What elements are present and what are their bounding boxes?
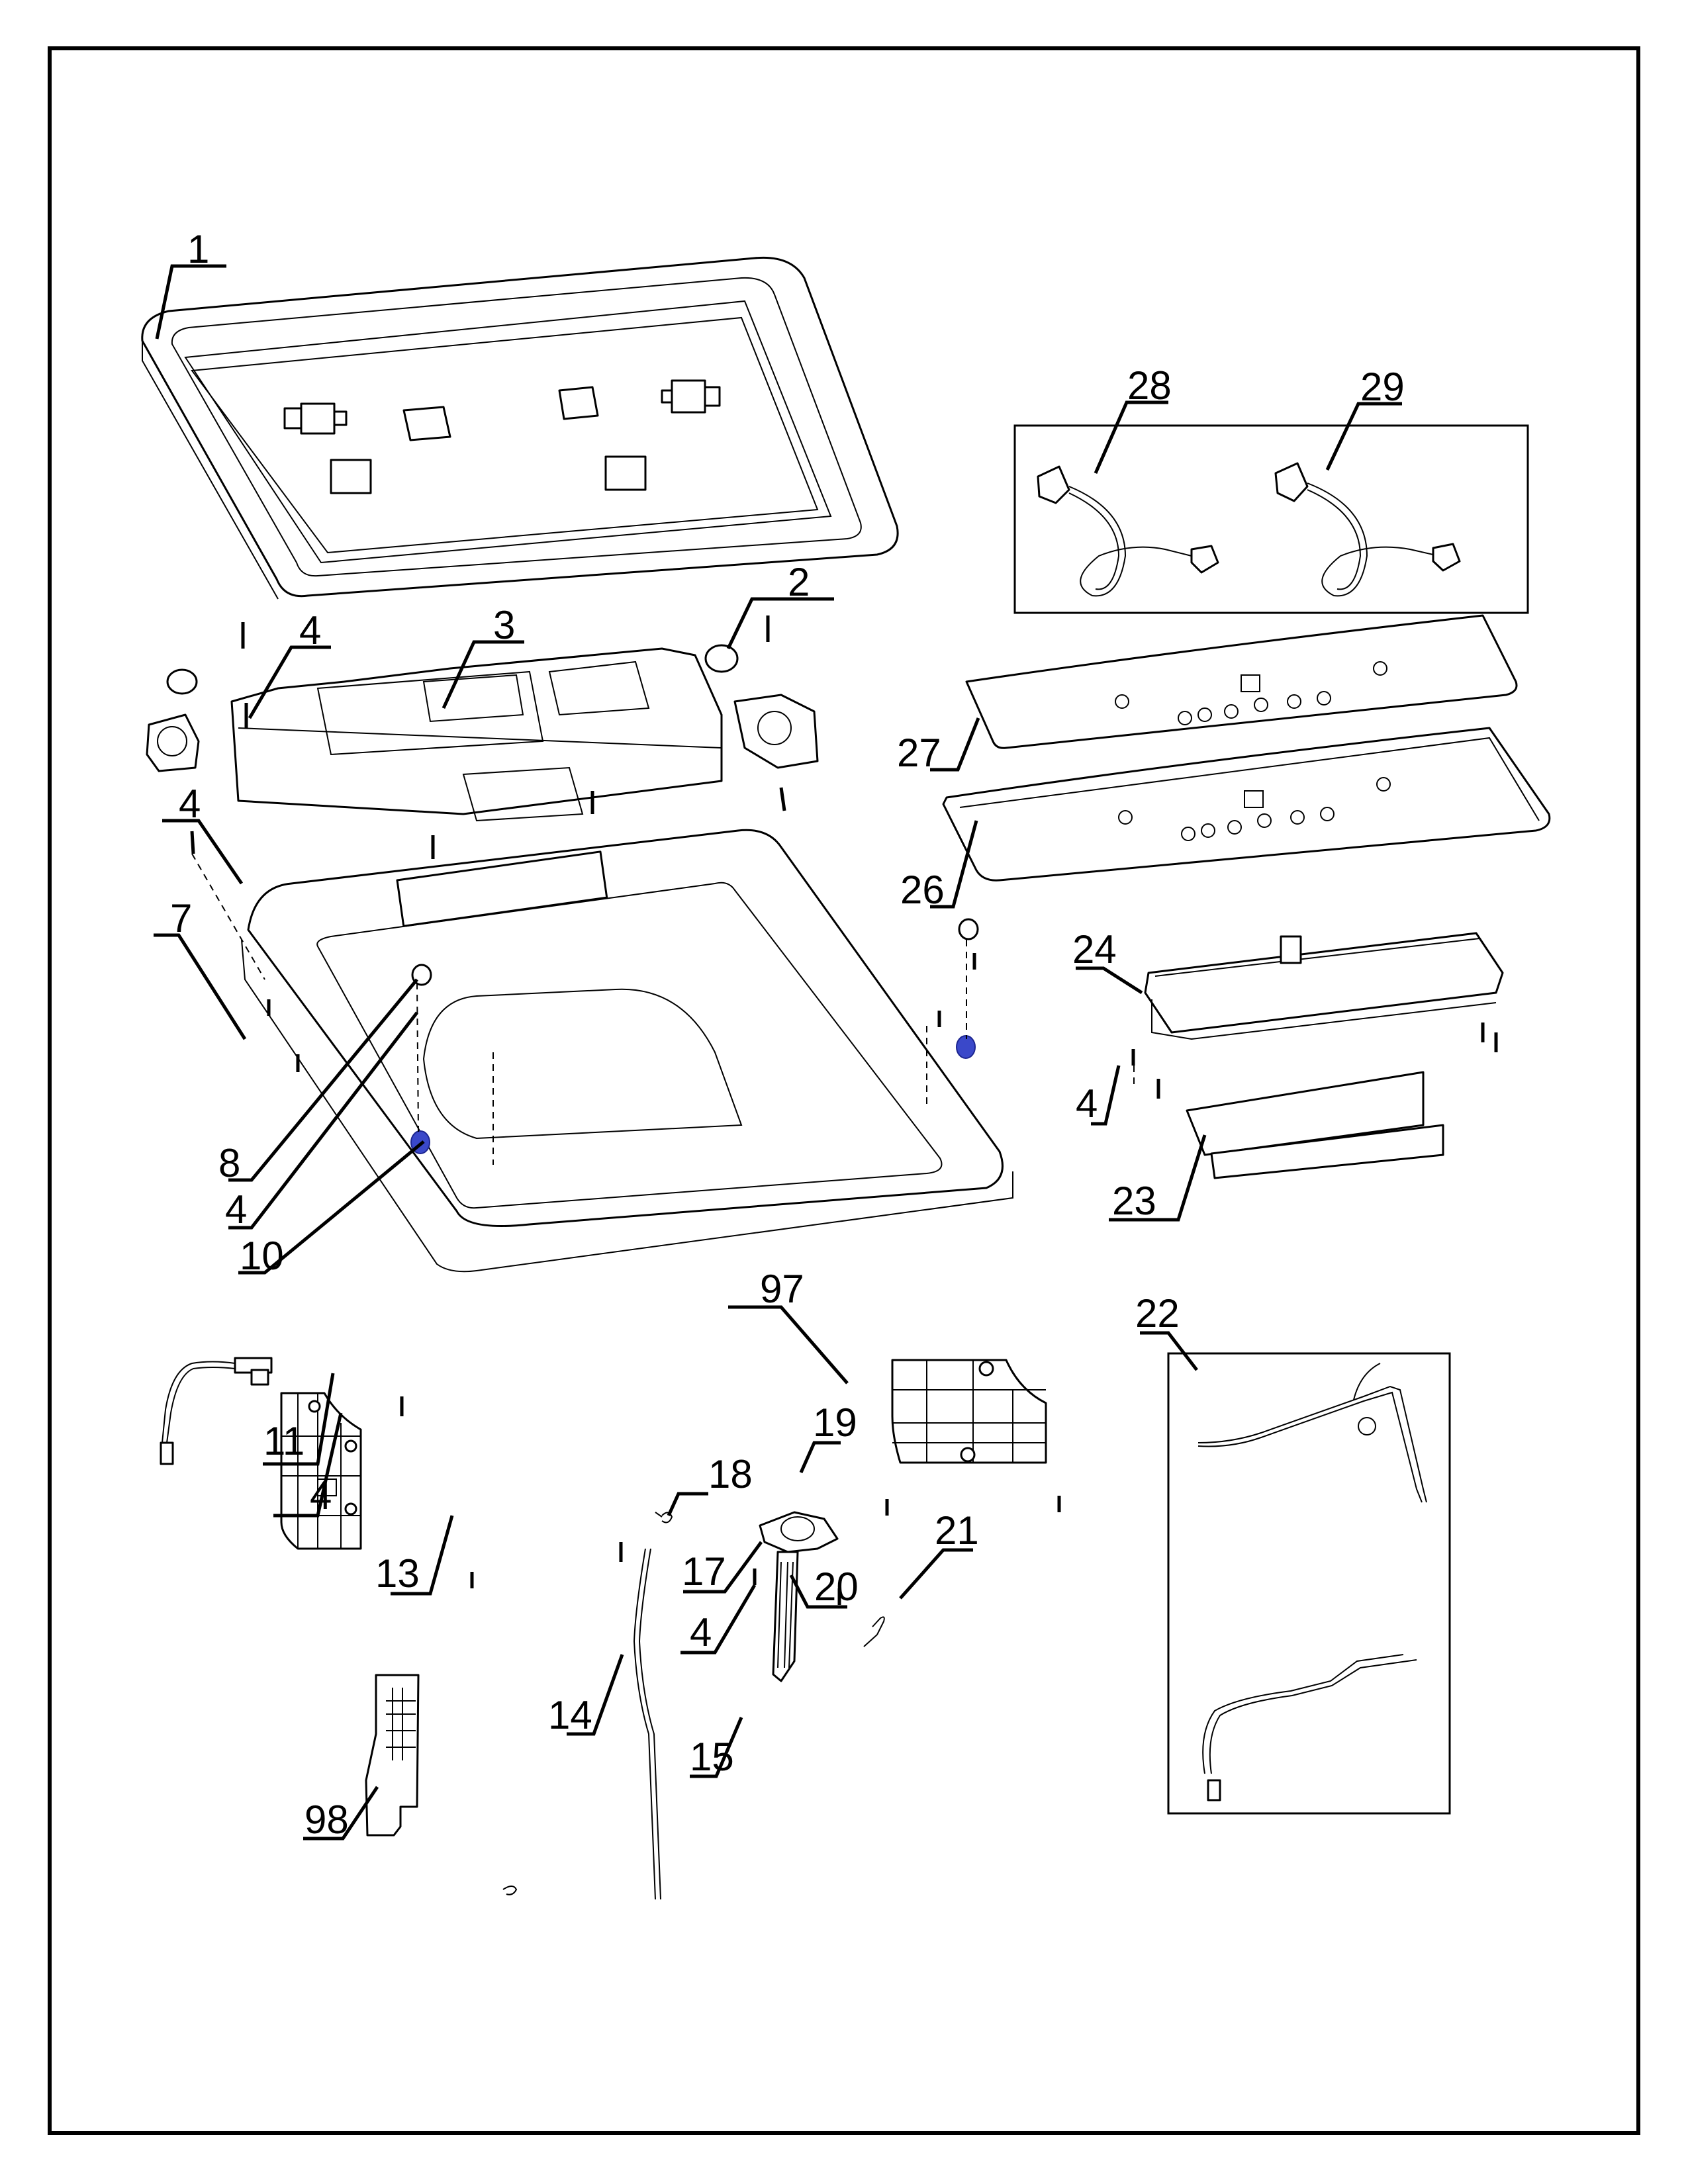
callout-98: 98 <box>305 1797 349 1842</box>
lid-hinge-left <box>283 402 451 494</box>
part-mounting-bracket <box>280 1392 362 1550</box>
callout-21: 21 <box>935 1508 979 1553</box>
callout-11: 11 <box>263 1419 305 1463</box>
callout-15: 15 <box>690 1735 734 1779</box>
callout-10: 10 <box>240 1234 284 1278</box>
callout-23: 23 <box>1112 1179 1156 1223</box>
callout-26: 26 <box>900 868 945 912</box>
wire-harness-22 <box>1197 1363 1427 1801</box>
callout-4: 4 <box>690 1610 712 1655</box>
screw-icon <box>190 831 195 854</box>
lid-hinge-right <box>558 379 721 491</box>
callout-17: 17 <box>682 1549 726 1594</box>
callout-8: 8 <box>218 1141 240 1185</box>
callout-1: 1 <box>187 227 209 271</box>
hinge-bushing-right <box>956 1035 976 1059</box>
screws <box>190 615 1498 1605</box>
callout-4: 4 <box>310 1473 332 1518</box>
callout-labels: 1 2 3 4 4 7 8 4 10 28 29 27 26 24 4 23 2… <box>170 227 1405 1842</box>
callout-29: 29 <box>1360 365 1405 409</box>
screw-icon <box>779 787 786 811</box>
frame-buttons <box>1118 777 1391 841</box>
part-dispenser-housing <box>146 644 819 822</box>
callout-18: 18 <box>708 1452 753 1496</box>
part-inlet-hoses-box <box>1013 424 1529 614</box>
part-board-cover <box>1186 1071 1444 1179</box>
callout-4: 4 <box>299 608 321 653</box>
alignment-lines <box>191 853 1135 1165</box>
callout-4: 4 <box>1076 1081 1098 1126</box>
callout-20: 20 <box>814 1565 859 1609</box>
part-wire-harness-box <box>1167 1352 1451 1815</box>
callout-4: 4 <box>179 782 201 826</box>
callout-97: 97 <box>760 1267 804 1311</box>
part-side-bracket <box>365 1674 420 1837</box>
callout-2: 2 <box>788 560 810 604</box>
inlet-hose-28 <box>1037 465 1219 597</box>
callout-7: 7 <box>170 896 192 940</box>
part-pressure-sensor-assembly <box>759 1511 839 1682</box>
part-rear-bracket <box>891 1359 1047 1464</box>
part-control-panel-overlay <box>965 614 1518 749</box>
water-valve-right <box>704 644 819 769</box>
callout-27: 27 <box>897 731 941 775</box>
part-control-panel-frame <box>942 727 1551 882</box>
leader-lines <box>154 264 1402 1841</box>
callout-19: 19 <box>813 1400 857 1445</box>
callout-13: 13 <box>375 1551 420 1596</box>
inlet-hose-29 <box>1274 462 1461 597</box>
part-control-board <box>1144 932 1504 1040</box>
callout-3: 3 <box>493 603 515 647</box>
part-top-lid-frame <box>141 256 899 600</box>
callout-4: 4 <box>225 1187 247 1232</box>
part-hose-clamp-18 <box>655 1512 673 1524</box>
part-pressure-tube <box>502 1548 661 1900</box>
part-top-cover <box>241 829 1013 1273</box>
callout-14: 14 <box>548 1693 592 1737</box>
part-lid-switch <box>160 1357 273 1465</box>
callout-28: 28 <box>1127 363 1172 408</box>
part-clip-21 <box>863 1616 885 1647</box>
callout-24: 24 <box>1072 927 1117 972</box>
overlay-buttons <box>1115 661 1387 725</box>
water-valve-left <box>146 668 200 772</box>
page-border <box>48 46 1640 2135</box>
callout-22: 22 <box>1135 1291 1180 1336</box>
